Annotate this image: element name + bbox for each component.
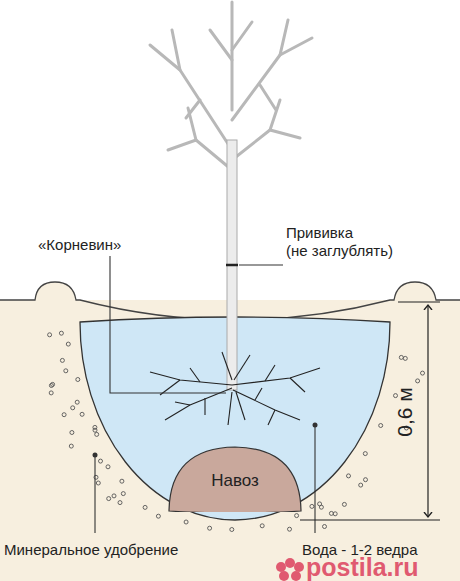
dimension-label: 0,6 м [393,387,417,436]
fertilizer-dot [333,512,337,516]
fertilizer-dot [69,444,73,448]
fertilizer-dot [208,526,212,530]
fertilizer-dot [112,494,116,498]
fertilizer-dot [62,413,66,417]
fertilizer-dot [49,391,53,395]
fertilizer-dot [421,371,425,375]
seedling-trunk [227,140,237,390]
fertilizer-dot [120,479,124,483]
fertilizer-dot [107,497,111,501]
fertilizer-dot [121,492,125,496]
roots [150,352,320,425]
fertilizer-dot [143,505,147,509]
fertilizer-dot [323,525,327,529]
fertilizer-dot [96,481,100,485]
fertilizer-dot [70,431,74,435]
fertilizer-dot [399,355,403,359]
fertilizer-dot [71,406,75,410]
fertilizer-dot [66,342,70,346]
fertilizer-dot [363,452,367,456]
fertilizer-dot [359,483,363,487]
fertilizer-dot [310,504,314,508]
fertilizer-dot [60,358,64,362]
depth-dimension [300,302,440,520]
fertilizer-dot [64,369,68,373]
fertilizer-dot [75,400,79,404]
fertilizer-dot [347,474,351,478]
graft-mark [226,264,238,267]
fertilizer-dot [295,514,299,518]
leader-dot [313,423,318,428]
callout-label: Минеральное удобрение [4,541,178,559]
fertilizer-dot [288,527,292,531]
manure-mound: Навоз [168,446,302,512]
fertilizer-dot [156,514,160,518]
fertilizer-dot [48,333,52,337]
fertilizer-dot [319,505,323,509]
fertilizer-dot [184,520,188,524]
fertilizer-dot [93,425,97,429]
callout-label: «Корневин» [38,236,121,254]
fertilizer-dot [118,501,122,505]
fertilizer-dot [95,432,99,436]
fertilizer-dot [106,465,110,469]
fertilizer-dot [76,378,80,382]
callout-label: Прививка (не заглублять) [286,224,393,260]
fertilizer-dot [230,528,234,532]
fertilizer-dot [80,412,84,416]
fertilizer-dot [379,424,383,428]
fertilizer-dot [260,524,264,528]
fertilizer-dot [416,379,420,383]
fertilizer-dot [99,459,103,463]
fertilizer-dot [403,356,407,360]
fertilizer-dot [49,384,53,388]
fertilizer-dot [59,331,63,335]
watermark-icon [276,558,304,581]
watermark: postila.ru [306,553,419,581]
leader-dot [93,453,98,458]
fertilizer-dot [342,502,346,506]
fertilizer-dot [364,478,368,482]
node-text: Навоз [168,471,302,491]
leader-lines [95,256,315,533]
